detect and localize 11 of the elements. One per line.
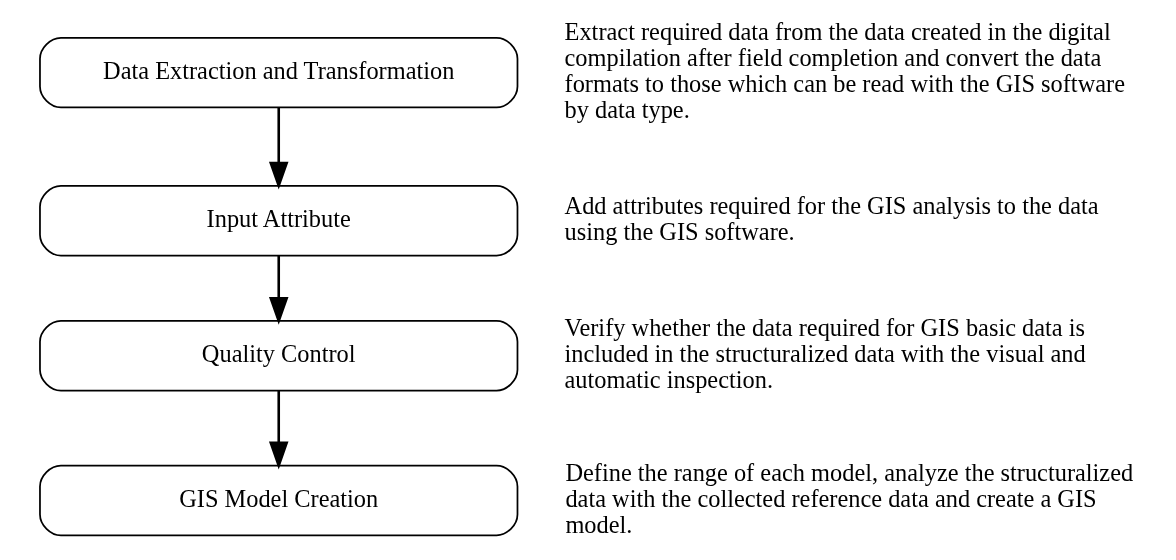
node-label: Define the range of each model, analyze the structuralized data with the collected reference data and create a GIS model. — [564, 458, 1133, 539]
arrow — [268, 391, 288, 470]
node-box: Quality Control — [38, 320, 518, 392]
arrow — [268, 107, 288, 190]
arrow — [268, 255, 288, 325]
node-label: Add attributes required for the GIS analysis to the data using the GIS software. — [564, 192, 1099, 246]
node-label: Extract required data from the data created in the digital compilation after field completion and convert the data formats to those which can be read with the GIS software by data type. — [564, 17, 1125, 124]
node-label: Verify whether the data required for GIS basic data is included in the structuralized data with the visual and automatic inspection. — [564, 314, 1086, 394]
node-box: GIS Model Creation — [38, 464, 518, 537]
node-box: Input Attribute — [38, 185, 518, 257]
node-box: Data Extraction and Transformation — [38, 36, 518, 109]
